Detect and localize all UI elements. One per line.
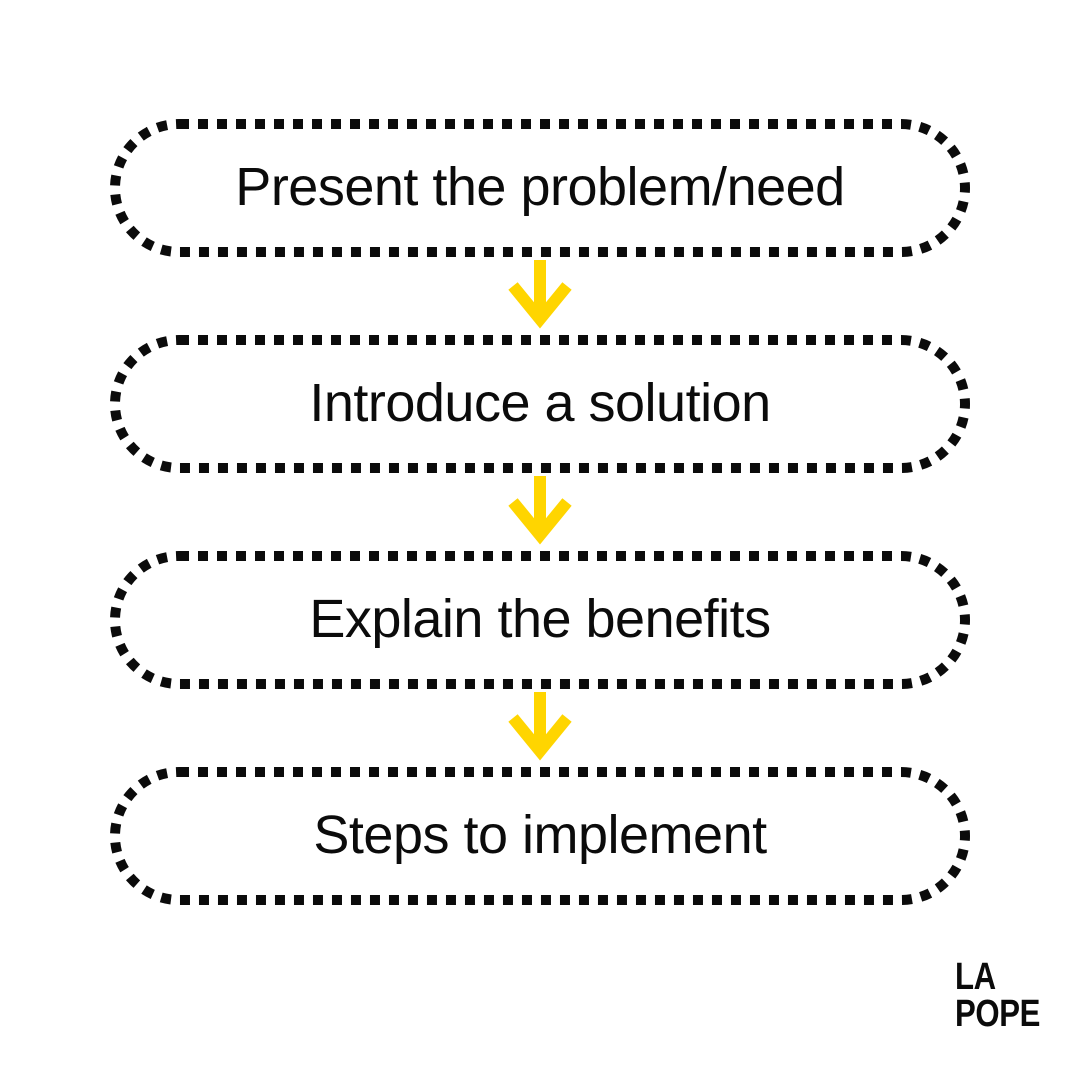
step-box-4: Steps to implement	[110, 767, 970, 905]
dotted-border	[110, 335, 970, 473]
step-box-3: Explain the benefits	[110, 551, 970, 689]
dotted-border	[110, 119, 970, 257]
dotted-border	[110, 551, 970, 689]
step-box-2: Introduce a solution	[110, 335, 970, 473]
brand-logo-line1: LA	[955, 956, 996, 998]
step-label: Present the problem/need	[235, 157, 845, 217]
step-box-1: Present the problem/need	[110, 119, 970, 257]
dotted-border	[110, 767, 970, 905]
step-label: Introduce a solution	[309, 373, 771, 433]
step-label: Steps to implement	[313, 805, 767, 865]
brand-logo: LA POPE	[955, 956, 1040, 1036]
step-label: Explain the benefits	[309, 589, 771, 649]
down-arrow-icon	[508, 260, 572, 329]
flowchart: Present the problem/need Introduce a sol…	[110, 119, 970, 905]
brand-logo-line2: POPE	[955, 993, 1040, 1036]
down-arrow-icon	[508, 692, 572, 761]
down-arrow-icon	[508, 476, 572, 545]
